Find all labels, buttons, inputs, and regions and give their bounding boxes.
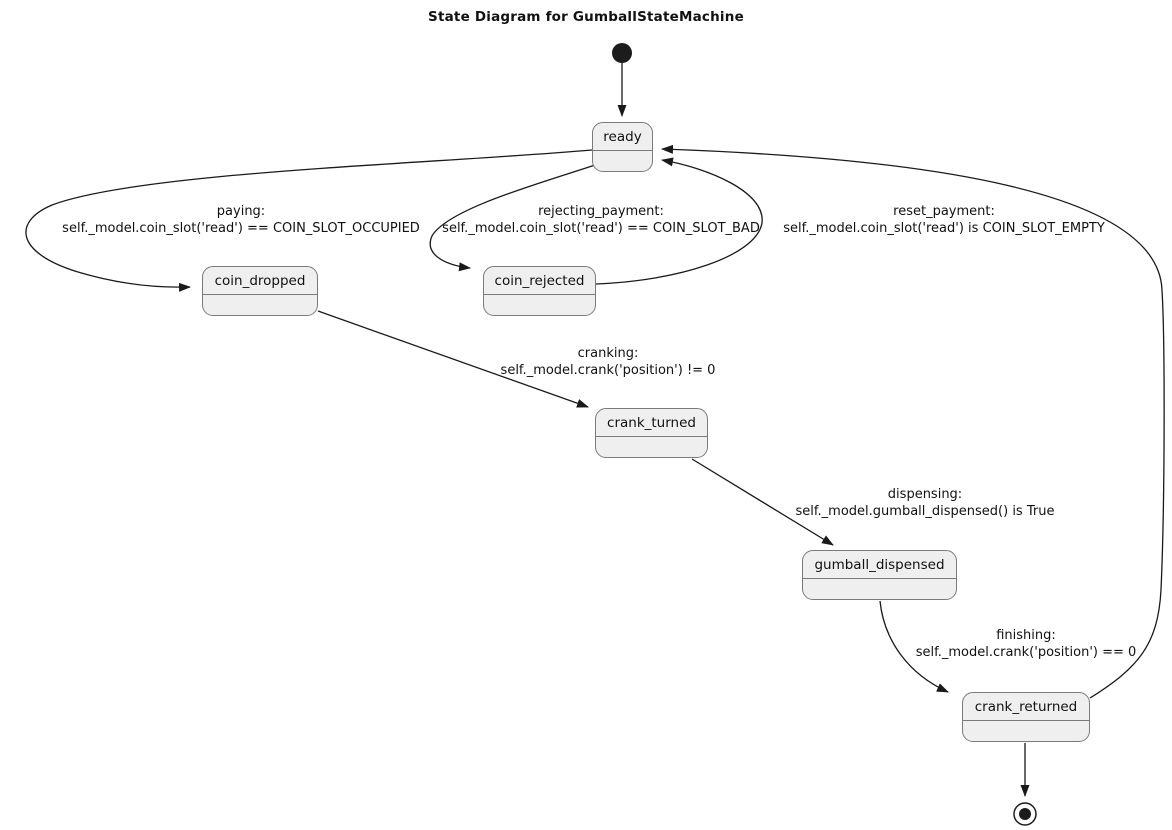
state-gumball-dispensed-label: gumball_dispensed	[803, 551, 956, 579]
state-crank-turned-actions-compartment	[596, 437, 707, 457]
transition-label-finishing: finishing: self._model.crank('position')…	[916, 627, 1137, 661]
transition-event: rejecting_payment:	[538, 204, 664, 219]
transition-label-cranking: cranking: self._model.crank('position') …	[501, 345, 716, 379]
transition-label-rejecting-payment: rejecting_payment: self._model.coin_slot…	[442, 203, 760, 237]
transition-label-reset-payment: reset_payment: self._model.coin_slot('re…	[783, 203, 1105, 237]
state-coin-dropped: coin_dropped	[202, 266, 318, 316]
transition-event: reset_payment:	[893, 204, 995, 219]
transition-condition: self._model.coin_slot('read') == COIN_SL…	[62, 221, 420, 236]
state-coin-rejected: coin_rejected	[483, 266, 596, 316]
state-coin-dropped-actions-compartment	[203, 295, 317, 315]
transition-event: dispensing:	[887, 487, 963, 502]
transition-event: cranking:	[577, 346, 639, 361]
state-crank-returned-actions-compartment	[963, 721, 1089, 741]
transition-label-dispensing: dispensing: self._model.gumball_dispense…	[796, 486, 1055, 520]
edge-rejecting-payment	[429, 163, 599, 272]
transition-condition: self._model.crank('position') != 0	[500, 363, 716, 378]
edge-reset-payment	[595, 157, 763, 285]
state-crank-returned-label: crank_returned	[963, 693, 1089, 721]
transition-condition: self._model.coin_slot('read') == COIN_SL…	[442, 221, 760, 236]
state-gumball-dispensed: gumball_dispensed	[802, 550, 957, 600]
final-state-inner-dot	[1019, 808, 1031, 820]
initial-state-dot	[612, 43, 632, 63]
diagram-title: State Diagram for GumballStateMachine	[428, 9, 744, 25]
edge-dispensing	[691, 458, 834, 546]
edge-cranking	[317, 310, 589, 408]
state-coin-rejected-actions-compartment	[484, 295, 595, 315]
transition-label-paying: paying: self._model.coin_slot('read') ==…	[62, 203, 420, 237]
state-crank-turned: crank_turned	[595, 408, 708, 458]
edge-crank-returned-to-ready	[661, 144, 1165, 699]
state-coin-dropped-label: coin_dropped	[203, 267, 317, 295]
state-gumball-dispensed-actions-compartment	[803, 579, 956, 599]
transition-event: paying:	[216, 204, 266, 219]
state-crank-turned-label: crank_turned	[596, 409, 707, 437]
transition-condition: self._model.gumball_dispensed() is True	[795, 504, 1055, 519]
edge-paying	[25, 149, 593, 292]
state-coin-rejected-label: coin_rejected	[484, 267, 595, 295]
transition-event: finishing:	[996, 628, 1056, 643]
state-ready: ready	[592, 122, 653, 172]
transition-condition: self._model.coin_slot('read') is COIN_SL…	[783, 221, 1105, 236]
transition-condition: self._model.crank('position') == 0	[915, 645, 1137, 660]
edge-finishing	[879, 600, 949, 693]
state-ready-label: ready	[593, 123, 652, 151]
state-crank-returned: crank_returned	[962, 692, 1090, 742]
state-ready-actions-compartment	[593, 151, 652, 171]
